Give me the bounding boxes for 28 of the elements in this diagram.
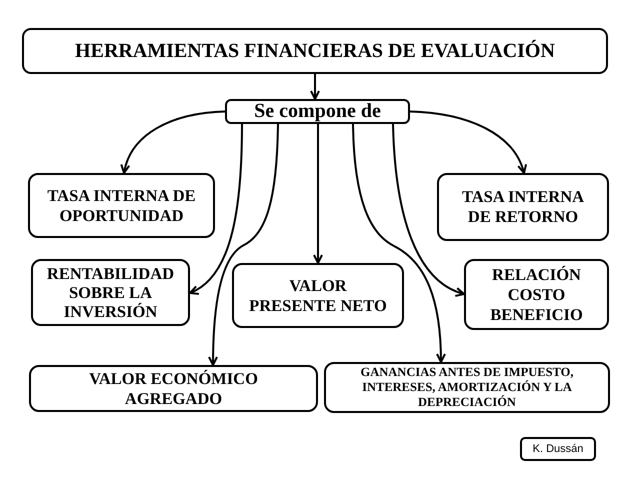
concept-box bbox=[28, 173, 215, 238]
concept-label: TASA INTERNA DE RETORNO bbox=[460, 187, 586, 227]
arrow bbox=[313, 124, 323, 264]
concept-label: VALOR PRESENTE NETO bbox=[248, 276, 388, 316]
author-credit: K. Dussán bbox=[532, 442, 584, 456]
concept-box bbox=[29, 365, 318, 412]
concept-label: RELACIÓN COSTO BENEFICIO bbox=[489, 264, 584, 324]
linking-phrase-box bbox=[225, 99, 410, 124]
arrow bbox=[310, 74, 320, 100]
title-box bbox=[22, 28, 608, 74]
concept-label: TASA INTERNA DE OPORTUNIDAD bbox=[46, 186, 197, 226]
arrow bbox=[189, 124, 243, 294]
arrow bbox=[352, 124, 446, 363]
arrow bbox=[392, 124, 465, 296]
concept-box bbox=[232, 263, 404, 328]
title-text: HERRAMIENTAS FINANCIERAS DE EVALUACIÓN bbox=[75, 39, 555, 63]
concept-label: RENTABILIDAD SOBRE LA INVERSIÓN bbox=[46, 264, 176, 321]
concept-box bbox=[464, 259, 609, 330]
linking-phrase: Se compone de bbox=[254, 101, 381, 122]
concept-box bbox=[324, 362, 610, 413]
author-credit-box bbox=[520, 437, 596, 461]
arrow bbox=[120, 110, 226, 174]
concept-label: GANANCIAS ANTES DE IMPUESTO, INTERESES, AMORTIZACIÓN Y LA DEPRECIACIÓN bbox=[359, 365, 574, 410]
concept-box bbox=[437, 173, 609, 241]
concept-label: VALOR ECONÓMICO AGREGADO bbox=[88, 368, 259, 408]
arrow bbox=[410, 110, 526, 174]
concept-box bbox=[31, 259, 190, 326]
arrow bbox=[208, 124, 279, 366]
